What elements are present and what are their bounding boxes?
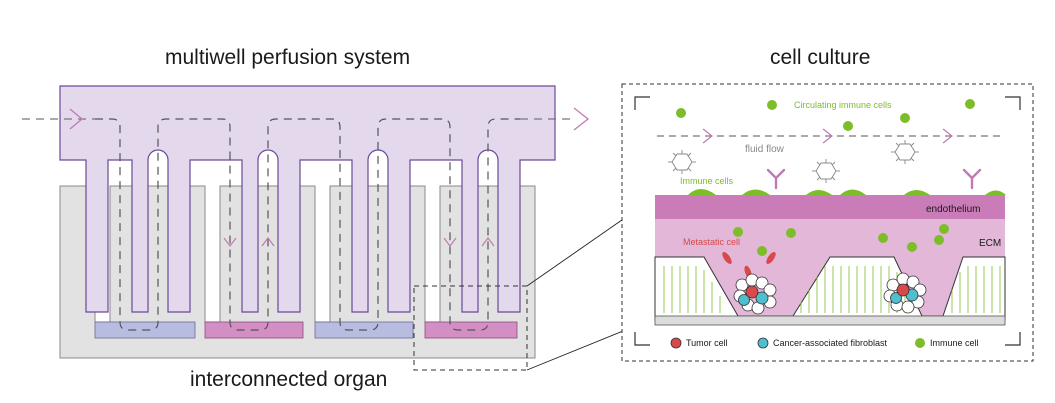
immune-cell <box>767 100 777 110</box>
legend-caf-label: Cancer-associated fibroblast <box>773 338 888 348</box>
corner-bracket <box>634 332 650 346</box>
base-membrane <box>654 315 1006 326</box>
metastatic-cell <box>722 252 732 264</box>
flow-path <box>95 118 520 331</box>
label-endothelium: endothelium <box>926 204 980 215</box>
cytokine-particle-icon <box>891 140 919 164</box>
immune-cell <box>900 113 910 123</box>
title-cell-culture: cell culture <box>770 46 871 69</box>
immune-cell <box>939 224 949 234</box>
metastatic-cell <box>766 252 776 264</box>
corner-bracket <box>634 96 650 110</box>
tumor-spheroid <box>883 272 927 314</box>
immune-cell <box>676 108 686 118</box>
flow-arrow-up-1 <box>261 237 275 247</box>
flow-arrow-inlet <box>69 108 84 130</box>
endothelium-layer <box>655 195 1005 219</box>
label-immune-cells: Immune cells <box>680 176 734 186</box>
adherent-immune-cell <box>742 189 770 195</box>
flow-arrow-down-1 <box>223 237 237 247</box>
flow-arrow-down-2 <box>443 237 457 247</box>
immune-cell <box>733 227 743 237</box>
title-multiwell-perfusion-system: multiwell perfusion system <box>165 46 411 69</box>
cytokine-particle-icon <box>668 150 696 174</box>
corner-bracket <box>1005 332 1021 346</box>
adherent-immune-cell <box>806 190 832 195</box>
cytokine-particle-icon <box>812 159 840 183</box>
tumor-spheroid <box>733 273 777 315</box>
flow-arrow-up-2 <box>481 237 495 247</box>
antibody-icon <box>766 168 786 190</box>
zoom-box <box>413 285 528 371</box>
adherent-immune-cell <box>985 190 1006 195</box>
label-fluid-flow: fluid flow <box>745 144 785 155</box>
immune-cell <box>934 235 944 245</box>
legend-immune-label: Immune cell <box>930 338 979 348</box>
immune-cell <box>965 99 975 109</box>
title-interconnected-organ: interconnected organ <box>190 368 388 391</box>
immune-cell <box>878 233 888 243</box>
legend-tumor-label: Tumor cell <box>686 338 728 348</box>
immune-cell <box>757 246 767 256</box>
adherent-immune-cell <box>904 190 930 195</box>
immune-cell <box>843 121 853 131</box>
legend-tumor-swatch <box>670 337 682 349</box>
corner-bracket <box>1005 96 1021 110</box>
adherent-immune-cell <box>688 189 716 195</box>
label-ecm: ECM <box>979 238 1001 249</box>
label-metastatic-cell: Metastatic cell <box>683 237 740 247</box>
flow-arrow-outlet <box>573 107 590 131</box>
legend-immune-swatch <box>915 338 925 348</box>
label-circulating-immune-cells: Circulating immune cells <box>794 100 892 110</box>
immune-cell <box>786 228 796 238</box>
fluid-flow-arrow <box>942 128 953 144</box>
adherent-immune-cell <box>840 189 866 195</box>
fluid-flow-arrow <box>702 128 713 144</box>
perfusion-manifold <box>59 85 556 313</box>
immune-cell <box>907 242 917 252</box>
fluid-flow-arrow <box>822 128 833 144</box>
legend-caf-swatch <box>757 337 769 349</box>
scaffold-fibers <box>663 266 1001 313</box>
antibody-icon <box>962 168 982 190</box>
